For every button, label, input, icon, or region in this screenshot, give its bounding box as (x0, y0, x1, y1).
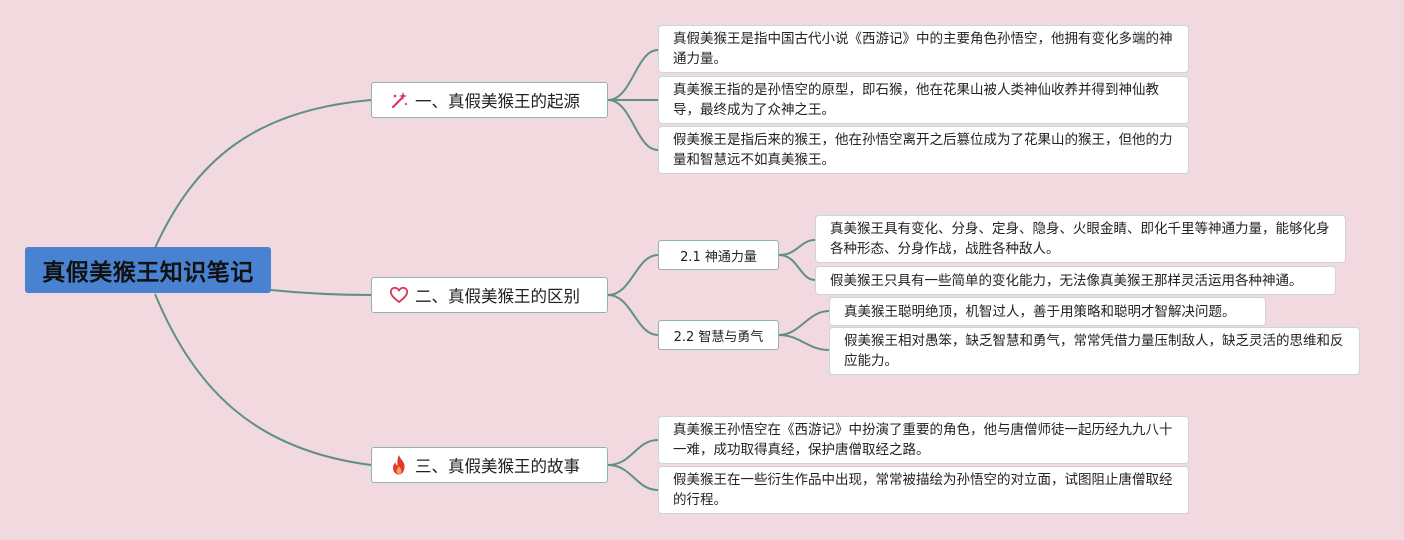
root-topic[interactable]: 真假美猴王知识笔记 (25, 247, 271, 293)
connector-root-branch3 (154, 293, 372, 466)
connector-b2-sub2 (607, 294, 659, 336)
branch-story-label: 三、真假美猴王的故事 (415, 457, 580, 476)
connector-root-branch2 (270, 289, 372, 296)
origin-leaf-3[interactable]: 假美猴王是指后来的猴王，他在孙悟空离开之后篡位成为了花果山的猴王，但他的力量和智… (658, 126, 1189, 174)
wisdom-leaf-2[interactable]: 假美猴王相对愚笨，缺乏智慧和勇气，常常凭借力量压制敌人，缺乏灵活的思维和反应能力… (829, 327, 1360, 375)
branch-difference[interactable]: 二、真假美猴王的区别 (371, 277, 608, 313)
connector-sub1-leaf1 (778, 239, 816, 256)
sub-topic-wisdom[interactable]: 2.2 智慧与勇气 (658, 320, 779, 350)
origin-leaf-3-text: 假美猴王是指后来的猴王，他在孙悟空离开之后篡位成为了花果山的猴王，但他的力量和智… (673, 132, 1173, 168)
wisdom-leaf-1-text: 真美猴王聪明绝顶，机智过人，善于用策略和聪明才智解决问题。 (844, 303, 1236, 320)
wisdom-leaf-2-text: 假美猴王相对愚笨，缺乏智慧和勇气，常常凭借力量压制敌人，缺乏灵活的思维和反应能力… (844, 333, 1344, 369)
branch-story[interactable]: 三、真假美猴王的故事 (371, 447, 608, 483)
branch-origin[interactable]: 一、真假美猴王的起源 (371, 82, 608, 118)
story-leaf-2-text: 假美猴王在一些衍生作品中出现，常常被描绘为孙悟空的对立面，试图阻止唐僧取经的行程… (673, 472, 1173, 508)
connector-b3-leaf2 (607, 464, 659, 491)
power-leaf-1[interactable]: 真美猴王具有变化、分身、定身、隐身、火眼金睛、即化千里等神通力量，能够化身各种形… (815, 215, 1346, 263)
connector-b1-leaf1 (607, 49, 659, 101)
branch-difference-label: 二、真假美猴王的区别 (415, 287, 580, 306)
origin-leaf-2-text: 真美猴王指的是孙悟空的原型，即石猴，他在花果山被人类神仙收养并得到神仙教导，最终… (673, 82, 1159, 118)
origin-leaf-2[interactable]: 真美猴王指的是孙悟空的原型，即石猴，他在花果山被人类神仙收养并得到神仙教导，最终… (658, 76, 1189, 124)
sub-topic-wisdom-label: 2.2 智慧与勇气 (673, 329, 764, 345)
branch-origin-label: 一、真假美猴王的起源 (415, 92, 580, 111)
power-leaf-2-text: 假美猴王只具有一些简单的变化能力，无法像真美猴王那样灵活运用各种神通。 (830, 272, 1303, 289)
connector-b3-leaf1 (607, 439, 659, 466)
story-leaf-2[interactable]: 假美猴王在一些衍生作品中出现，常常被描绘为孙悟空的对立面，试图阻止唐僧取经的行程… (658, 466, 1189, 514)
story-leaf-1-text: 真美猴王孙悟空在《西游记》中扮演了重要的角色，他与唐僧师徒一起历经九九八十一难，… (673, 422, 1173, 458)
connector-b1-leaf3 (607, 99, 659, 151)
origin-leaf-1-text: 真假美猴王是指中国古代小说《西游记》中的主要角色孙悟空，他拥有变化多端的神通力量… (673, 31, 1173, 67)
origin-leaf-1[interactable]: 真假美猴王是指中国古代小说《西游记》中的主要角色孙悟空，他拥有变化多端的神通力量… (658, 25, 1189, 73)
power-leaf-1-text: 真美猴王具有变化、分身、定身、隐身、火眼金睛、即化千里等神通力量，能够化身各种形… (830, 221, 1330, 257)
sub-topic-power-label: 2.1 神通力量 (680, 249, 757, 265)
connector-b2-sub1 (607, 254, 659, 296)
connector-sub1-leaf2 (778, 254, 816, 281)
connector-sub2-leaf2 (778, 334, 830, 351)
story-leaf-1[interactable]: 真美猴王孙悟空在《西游记》中扮演了重要的角色，他与唐僧师徒一起历经九九八十一难，… (658, 416, 1189, 464)
sub-topic-power[interactable]: 2.1 神通力量 (658, 240, 779, 270)
sparkle-wand-icon (388, 89, 410, 111)
heart-outline-icon (388, 284, 410, 306)
connector-sub2-leaf1 (778, 310, 830, 336)
power-leaf-2[interactable]: 假美猴王只具有一些简单的变化能力，无法像真美猴王那样灵活运用各种神通。 (815, 266, 1336, 295)
wisdom-leaf-1[interactable]: 真美猴王聪明绝顶，机智过人，善于用策略和聪明才智解决问题。 (829, 297, 1266, 326)
root-topic-label: 真假美猴王知识笔记 (42, 260, 254, 286)
connector-root-branch1 (154, 99, 372, 249)
fire-icon (388, 454, 410, 476)
